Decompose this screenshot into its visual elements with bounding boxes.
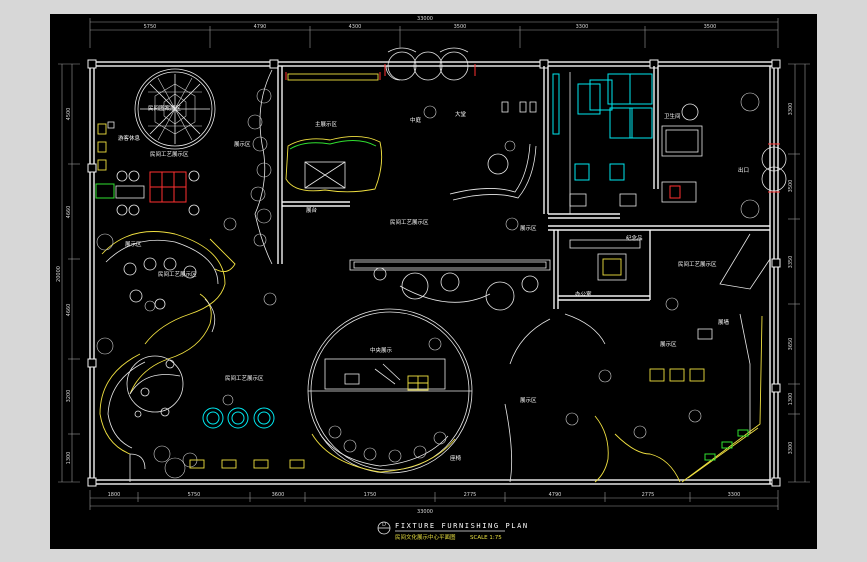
scattered-plants [144, 105, 702, 439]
plant-column-center [247, 69, 273, 265]
label-visitor-rest: 游客休息 [118, 134, 141, 142]
label-entrance: 出口 [738, 166, 749, 174]
dim-bottom-3: 1750 [364, 492, 377, 498]
red-display-counter [95, 170, 200, 216]
label-office: 办公室 [575, 290, 592, 298]
title-block: D FIXTURE FURNISHING PLAN 民间文化展示中心平面图 SC… [377, 521, 529, 541]
floor-plan-drawing: 33000 5750 4790 4300 3500 3300 3500 1800… [56, 16, 810, 541]
dim-top-3: 3500 [454, 24, 467, 30]
cad-viewport[interactable]: 33000 5750 4790 4300 3500 3300 3500 1800… [50, 14, 817, 549]
dim-bottom-5: 4790 [549, 492, 562, 498]
dim-top-2: 4300 [349, 24, 362, 30]
dim-bottom-1: 5750 [188, 492, 201, 498]
bottom-dimensions: 1800 5750 3600 1750 2775 4790 2775 3300 … [89, 490, 779, 515]
dim-right-5: 3300 [788, 442, 794, 455]
label-craft-area-3: 民间工艺展示区 [158, 270, 197, 278]
dim-bottom-2: 3600 [272, 492, 285, 498]
right-exit-doors[interactable] [761, 143, 787, 193]
office-area [661, 92, 760, 219]
right-dimensions: 3300 3500 3350 3650 1300 3300 [788, 63, 810, 483]
left-display-tables [97, 121, 115, 171]
drawing-scale: SCALE 1:75 [470, 535, 502, 541]
dim-top-0: 5750 [144, 24, 157, 30]
label-craft-area-4: 民间工艺展示区 [678, 260, 717, 268]
label-shop: 纪念品 [626, 234, 643, 242]
dim-right-3: 3650 [788, 338, 794, 351]
dim-left-2: 20000 [56, 266, 62, 282]
label-main-exhibit: 主展示区 [315, 120, 338, 128]
dim-bottom-4: 2775 [464, 492, 477, 498]
label-craft-area-1: 民间工艺展示区 [150, 150, 189, 158]
label-exhibit-5: 展示区 [660, 341, 677, 348]
central-long-counter [349, 259, 551, 311]
wc-block [552, 72, 653, 214]
drawing-title: FIXTURE FURNISHING PLAN [395, 522, 529, 530]
dim-bottom-6: 2775 [642, 492, 655, 498]
title-marker: D [382, 522, 386, 528]
plants-left [96, 233, 198, 479]
left-lower-circular-bench [99, 353, 184, 455]
dim-right-1: 3500 [788, 180, 794, 193]
dim-left-3: 4660 [66, 304, 72, 317]
top-dimensions: 33000 5750 4790 4300 3500 3300 3500 [89, 16, 779, 48]
dim-top-4: 3300 [576, 24, 589, 30]
round-display-tables [202, 407, 275, 429]
label-pattern-display: 民间图案展区 [148, 104, 182, 112]
label-exhibit-1: 展示区 [234, 141, 251, 148]
dim-bottom-7: 3300 [728, 492, 741, 498]
label-craft-area-5: 民间工艺展示区 [225, 374, 264, 382]
central-circular-exhibit [307, 308, 473, 474]
dim-left-4: 3200 [66, 390, 72, 403]
left-curved-rest-area [101, 231, 236, 395]
left-dimensions: 4500 4660 20000 4660 3200 1300 [56, 63, 80, 483]
top-entrance-doors[interactable] [384, 47, 476, 81]
pattern-display-circle [134, 68, 216, 150]
room-labels: 民间图案展区 游客休息 民间工艺展示区 展示区 主展示区 中庭 大堂 展台 民间… [118, 104, 749, 462]
dim-top-total: 33000 [417, 16, 433, 22]
label-exhibit-stand: 展台 [306, 206, 318, 214]
label-central-exhibit: 中央展示 [370, 346, 393, 354]
interior-walls [277, 66, 771, 484]
dim-top-1: 4790 [254, 24, 267, 30]
label-hall: 大堂 [455, 110, 467, 118]
dim-left-0: 4500 [66, 108, 72, 121]
outer-walls [87, 59, 781, 487]
label-display-wall: 展墙 [718, 318, 730, 326]
main-exhibit-stage [285, 72, 383, 193]
label-craft-area-2: 民间工艺展示区 [390, 218, 429, 226]
dim-top-5: 3500 [704, 24, 717, 30]
lobby-curved-desk [449, 101, 537, 201]
label-exhibit-2: 展示区 [520, 225, 537, 232]
label-exhibit-3: 展示区 [125, 241, 142, 248]
right-lower-exhibit [504, 233, 771, 483]
dim-right-4: 1300 [788, 393, 794, 406]
label-exhibit-4: 展示区 [520, 397, 537, 404]
dim-right-0: 3300 [788, 103, 794, 116]
dim-left-1: 4660 [66, 206, 72, 219]
dim-bottom-total: 33000 [417, 509, 433, 515]
label-bench: 座椅 [450, 454, 462, 462]
label-lobby: 中庭 [410, 116, 422, 124]
drawing-subtitle: 民间文化展示中心平面图 [395, 533, 456, 541]
bottom-left-display-boxes [129, 453, 305, 482]
label-wc: 卫生间 [664, 112, 681, 120]
shop-room [569, 239, 641, 281]
dim-bottom-0: 1800 [108, 492, 121, 498]
dim-right-2: 3350 [788, 256, 794, 269]
dim-left-5: 1300 [66, 452, 72, 465]
